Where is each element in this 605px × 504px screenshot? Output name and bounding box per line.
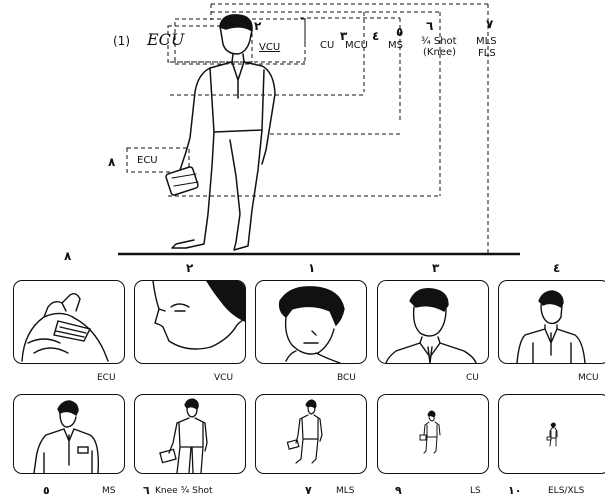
numeral-4: ٤ [372, 29, 380, 43]
numeral-8: ٨ [108, 155, 116, 169]
numeral-6: ٦ [426, 19, 434, 33]
frame-caption: MS [102, 486, 116, 496]
frame-caption: CU [466, 373, 479, 383]
frame-top-numeral: ٢ [186, 261, 194, 275]
frame-caption: ECU [97, 373, 116, 383]
shot-frame-ms [13, 394, 125, 474]
standing-man-figure [165, 14, 276, 251]
frame-caption: VCU [214, 373, 234, 383]
shot-frame-ls [377, 394, 489, 474]
ecu-frame-box [167, 25, 253, 63]
briefcase-icon [165, 166, 199, 196]
handwritten-ecu-label: ECU [147, 30, 185, 49]
cu-label: CU [320, 40, 335, 51]
frame-caption: BCU [337, 373, 356, 383]
shot-frame-mls [255, 394, 367, 474]
frame-caption: Knee ¾ Shot [155, 486, 213, 496]
knee-label-line2: (Knee) [423, 47, 457, 58]
side-ecu-label: ECU [137, 155, 158, 166]
frame-numeral: ٧ [305, 484, 312, 497]
numeral-3: ٣ [340, 29, 348, 43]
frame-caption: LS [470, 486, 481, 496]
shot-size-diagram [118, 3, 520, 256]
shot-frame-mcu [498, 280, 605, 364]
frame-numeral: ١٠ [508, 484, 522, 497]
knee-label-line1: ¾ Shot [421, 36, 457, 47]
frame-caption: ELS/XLS [548, 486, 585, 496]
frame-top-numeral: ٣ [432, 261, 440, 275]
mls-label: MLS [476, 36, 497, 47]
frame-top-numeral: ١ [308, 261, 316, 275]
frame-numeral: ٦ [143, 484, 150, 497]
frame-top-numeral: ٤ [553, 261, 561, 275]
frame-numeral: ٥ [43, 484, 50, 497]
figure-number: (1) [113, 34, 130, 48]
numeral-5: ٥ [396, 25, 404, 39]
shot-frame-bcu [255, 280, 367, 364]
shot-frame-knee [134, 394, 246, 474]
shot-frame-vcu [134, 280, 246, 364]
numeral-2: ٢ [254, 19, 262, 33]
frame-top-numeral: ٨ [64, 249, 72, 263]
shot-frame-cu [377, 280, 489, 364]
shot-frame-els [498, 394, 605, 474]
frame-caption: MCU [578, 373, 599, 383]
numeral-7: ٧ [486, 17, 494, 31]
fls-label: FLS [478, 48, 496, 59]
frame-numeral: ٩ [395, 484, 402, 497]
shot-frame-ecu [13, 280, 125, 364]
frame-caption: MLS [336, 486, 355, 496]
ms-label: MS [388, 40, 403, 51]
mcu-label: MCU [345, 40, 368, 51]
side-ecu-box [126, 147, 190, 173]
vcu-label: VCU [259, 42, 281, 53]
